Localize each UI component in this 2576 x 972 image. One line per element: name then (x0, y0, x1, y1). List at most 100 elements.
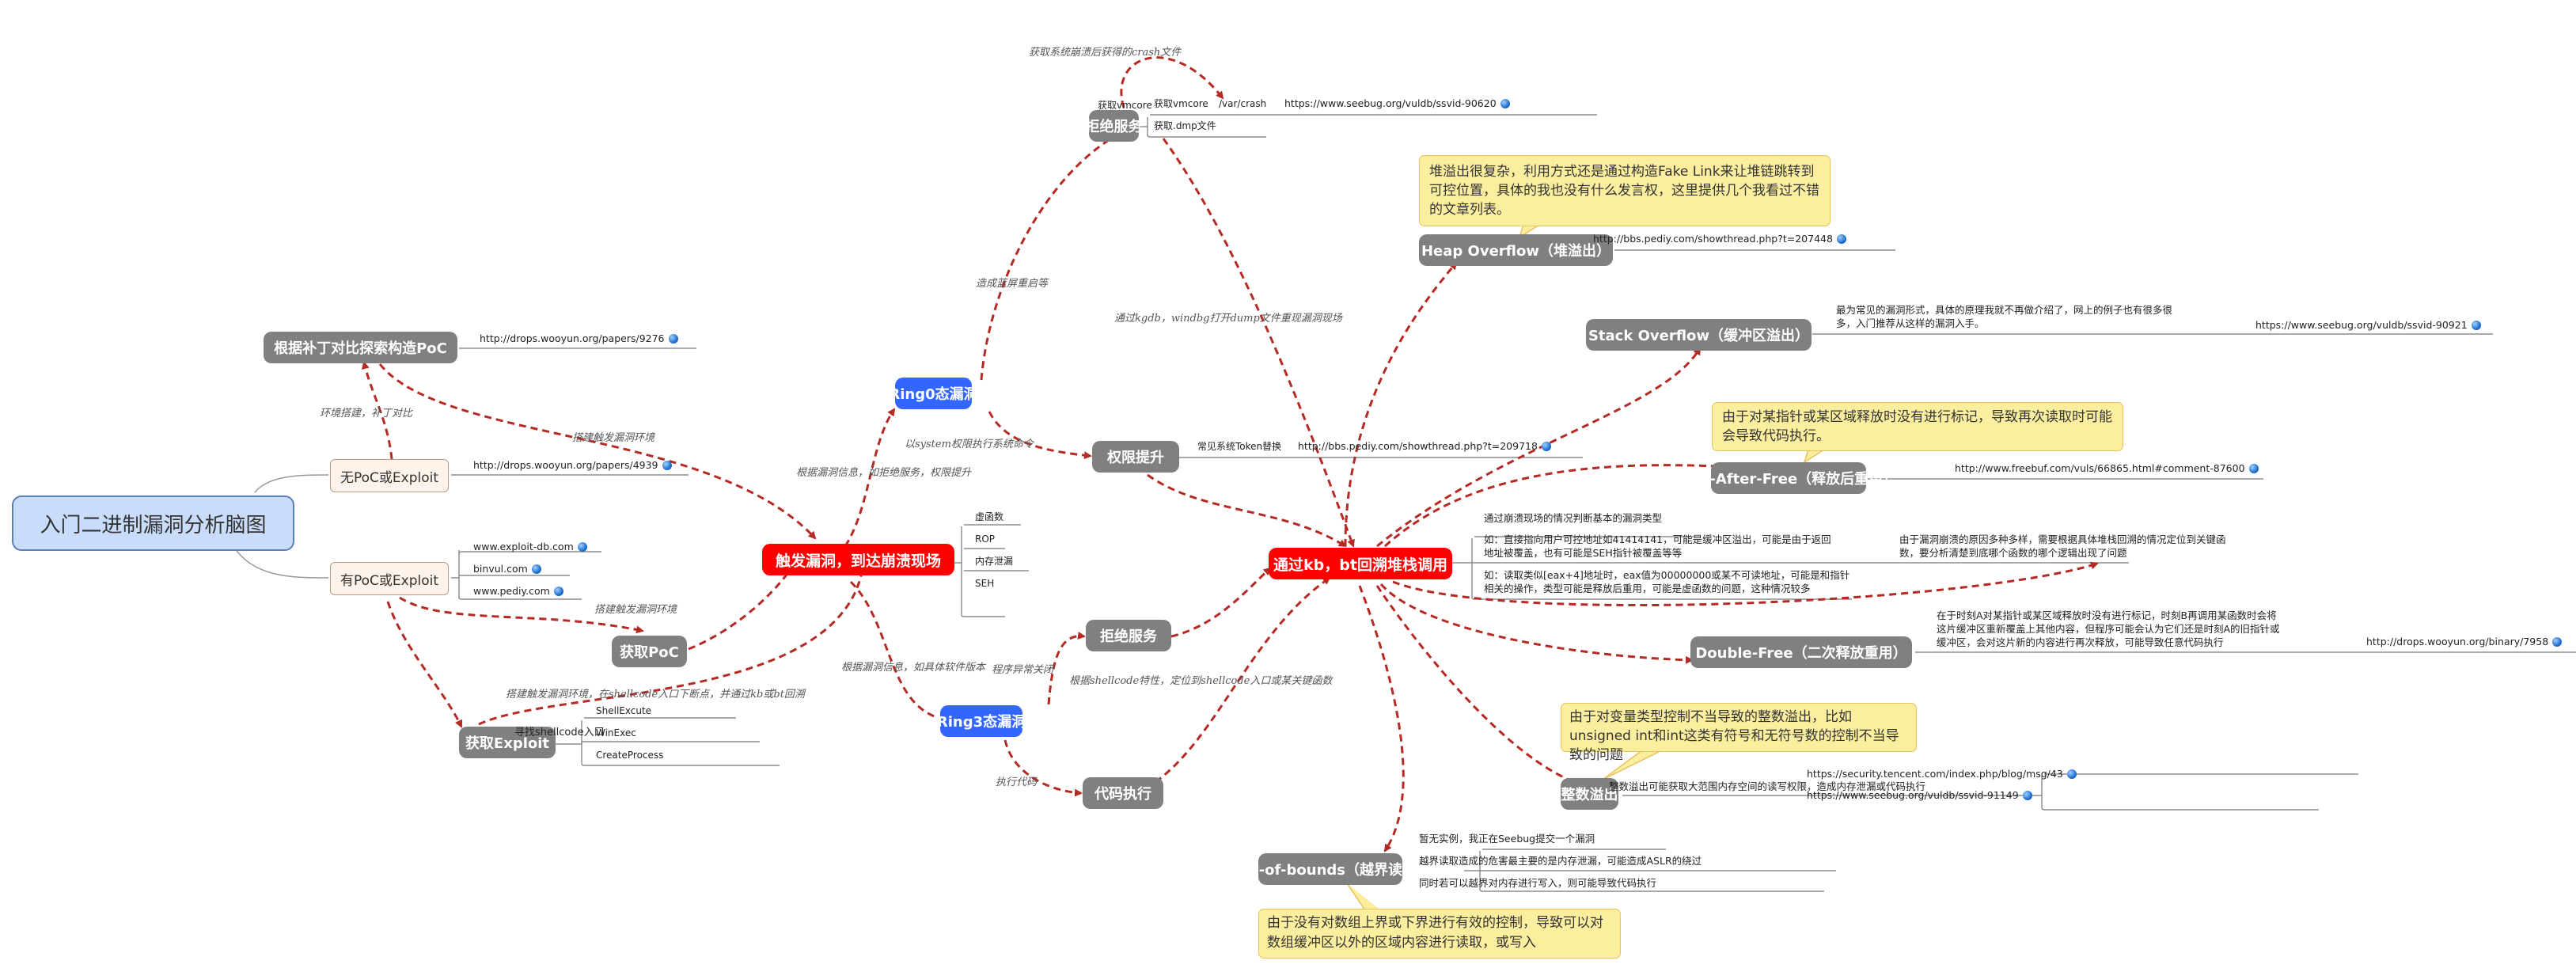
arrow-dosmid-backtrace (1170, 567, 1272, 638)
node-ring0[interactable]: Ring0态漏洞 (889, 378, 978, 409)
leaf-vmcore: 获取vmcore (1154, 98, 1208, 109)
url-text[interactable]: www.exploit-db.com (473, 541, 574, 552)
url-text[interactable]: https://www.seebug.org/vuldb/ssvid-91149 (1807, 789, 2019, 801)
globe-icon (2552, 636, 2563, 647)
note-int-overflow: 由于对变量类型控制不当导致的整数溢出，比如unsigned int和int这类有… (1561, 703, 1917, 763)
link-binvul[interactable]: binvul.com (473, 563, 541, 575)
url-text[interactable]: https://www.seebug.org/vuldb/ssvid-90620 (1284, 97, 1497, 109)
note-tail-uaf (1803, 449, 1825, 464)
leaf-find-shellcode: 寻找shellcode入口 (514, 727, 605, 738)
leaf-stack-desc-a: 最为常见的漏洞形式，具体的原理我就不再做介绍了，网上的例子也有很多很 (1836, 304, 2173, 316)
leaf-trigger-type: SEH (975, 578, 995, 589)
globe-icon (553, 586, 563, 596)
node-int-overflow[interactable]: 整数溢出 (1561, 778, 1618, 810)
arrow-bt-heap (1344, 261, 1458, 547)
globe-icon (2066, 769, 2077, 779)
edge-label: 通过kgdb，windbg打开dump文件重现漏洞现场 (1114, 313, 1342, 325)
url-text[interactable]: https://www.seebug.org/vuldb/ssvid-90921 (2255, 319, 2468, 331)
leaf-bt-ex2b: 相关的操作，类型可能是释放后重用，可能是虚函数的问题，这种情况较多 (1484, 583, 1811, 594)
node-dos-ring3[interactable]: 拒绝服务 (1086, 620, 1171, 651)
root-title[interactable]: 入门二进制漏洞分析脑图 (12, 495, 294, 551)
node-backtrace[interactable]: 通过kb，bt回溯堆栈调用 (1269, 548, 1452, 579)
node-priv-esc[interactable]: 权限提升 (1092, 441, 1179, 473)
arrow-bt-reason (1392, 561, 2099, 607)
arrow-dos-loop (1120, 56, 1224, 108)
edge-label: 程序异常关闭 (992, 664, 1054, 676)
edge-label: 造成蓝屏重启等 (976, 278, 1049, 290)
edge-label: 搭建触发漏洞环境，在shellcode入口下断点，并通过kb或bt回溯 (506, 689, 805, 701)
globe-icon (668, 333, 678, 344)
leaf-oob-c: 同时若可以越界对内存进行写入，则可能导致代码执行 (1419, 877, 1657, 889)
branch-root-haspoc (233, 545, 329, 579)
url-text[interactable]: binvul.com (473, 563, 528, 575)
globe-icon (531, 564, 541, 574)
link-dos-ring0[interactable]: https://www.seebug.org/vuldb/ssvid-90620 (1284, 97, 1510, 109)
arrow-dos-backtrace (1162, 138, 1355, 548)
link-int-tencent[interactable]: https://security.tencent.com/index.php/b… (1807, 768, 2077, 780)
arrow-haspoc-getexploit (386, 601, 463, 728)
node-get-exploit[interactable]: 获取Exploit (459, 727, 556, 758)
url-text[interactable]: http://drops.wooyun.org/binary/7958 (2366, 636, 2549, 647)
leaf-int-desc: 整数溢出可能获取大范围内存空间的读写权限，造成内存泄漏或代码执行 (1609, 780, 1926, 792)
edge-label: 搭建触发漏洞环境 (572, 432, 655, 444)
leaf-trigger-type: 虚函数 (975, 511, 1004, 522)
leaf-dmp: 获取.dmp文件 (1154, 120, 1216, 131)
edge-label: 搭建触发漏洞环境 (594, 604, 677, 616)
link-pediy[interactable]: www.pediy.com (473, 585, 563, 597)
node-stack-overflow[interactable]: Stack Overflow（缓冲区溢出） (1586, 319, 1812, 351)
node-code-exec[interactable]: 代码执行 (1083, 777, 1163, 809)
arrow-ring0-dos (980, 131, 1122, 381)
arrow-bt-doublefree (1379, 583, 1694, 664)
link-double-free[interactable]: http://drops.wooyun.org/binary/7958 (2366, 636, 2563, 647)
edge-label: 以system权限执行系统命令 (905, 439, 1034, 450)
line-oob (1464, 849, 1836, 892)
url-text[interactable]: http://bbs.pediy.com/showthread.php?t=20… (1593, 233, 1833, 245)
node-no-poc[interactable]: 无PoC或Exploit (330, 459, 449, 492)
node-heap-overflow[interactable]: Heap Overflow（堆溢出） (1419, 234, 1613, 266)
link-heap-overflow[interactable]: http://bbs.pediy.com/showthread.php?t=20… (1593, 233, 1846, 245)
note-heap-overflow: 堆溢出很复杂，利用方式还是通过构造Fake Link来让堆链跳转到可控位置，具体… (1419, 155, 1831, 226)
link-exploit-db[interactable]: www.exploit-db.com (473, 541, 587, 552)
globe-icon (2248, 463, 2259, 473)
node-patch-compare[interactable]: 根据补丁对比探索构造PoC (264, 332, 457, 363)
node-has-poc[interactable]: 有PoC或Exploit (330, 562, 449, 595)
node-trigger[interactable]: 触发漏洞，到达崩溃现场 (762, 544, 954, 575)
leaf-var-crash: /var/crash (1219, 98, 1267, 109)
node-oob[interactable]: Out-of-bounds（越界读写） (1230, 853, 1431, 885)
leaf-bt-ex1a: 如：直接指向用户可控地址如41414141，可能是缓冲区溢出，可能是由于返回 (1484, 533, 1831, 545)
leaf-trigger-type: ROP (975, 533, 996, 545)
leaf-bt-reason-b: 数，要分析清楚到底哪个函数的哪个逻辑出现了问题 (1899, 547, 2127, 559)
url-text[interactable]: www.pediy.com (473, 585, 550, 597)
link-int-seebug[interactable]: https://www.seebug.org/vuldb/ssvid-91149 (1807, 789, 2032, 801)
link-no-poc[interactable]: http://drops.wooyun.org/papers/4939 (473, 459, 672, 471)
node-dos-ring0[interactable]: 拒绝服务 (1086, 110, 1143, 142)
leaf-df-b: 这片缓冲区重新覆盖上其他内容，但程序可能会认为它们还是时刻A的旧指针或 (1937, 623, 2280, 635)
node-uaf[interactable]: Use-After-Free（释放后重用） (1680, 462, 1897, 494)
node-ring3[interactable]: Ring3态漏洞 (937, 705, 1026, 737)
edge-label: 根据漏洞信息，如具体软件版本 (841, 662, 986, 674)
link-patch-compare[interactable]: http://drops.wooyun.org/papers/9276 (480, 332, 678, 344)
leaf-vmcore: 获取vmcore (1098, 100, 1152, 111)
link-uaf[interactable]: http://www.freebuf.com/vuls/66865.html#c… (1955, 462, 2259, 474)
node-double-free[interactable]: Double-Free（二次释放重用） (1690, 636, 1912, 668)
url-text[interactable]: http://drops.wooyun.org/papers/9276 (480, 332, 665, 344)
link-priv-esc[interactable]: http://bbs.pediy.com/showthread.php?t=20… (1298, 440, 1551, 452)
globe-icon (662, 460, 672, 470)
arrow-trigger-ring3 (849, 580, 951, 723)
line-dos-top (1140, 114, 1597, 138)
globe-icon (1541, 441, 1551, 451)
arrow-getpoc-trigger (688, 567, 793, 651)
line-trigger-bracket (954, 524, 1029, 617)
leaf-stack-desc-b: 多，入门推荐从这样的漏洞入手。 (1836, 317, 1985, 329)
leaf-api: ShellExcute (596, 705, 652, 716)
url-text[interactable]: http://bbs.pediy.com/showthread.php?t=20… (1298, 440, 1538, 452)
globe-icon (1500, 98, 1510, 108)
leaf-bt-head: 通过崩溃现场的情况判断基本的漏洞类型 (1484, 512, 1663, 524)
url-text[interactable]: http://www.freebuf.com/vuls/66865.html#c… (1955, 462, 2245, 474)
line-int (1622, 773, 2358, 811)
link-stack-overflow[interactable]: https://www.seebug.org/vuldb/ssvid-90921 (2255, 319, 2481, 331)
url-text[interactable]: http://drops.wooyun.org/papers/4939 (473, 459, 658, 471)
node-get-poc[interactable]: 获取PoC (612, 636, 687, 667)
url-text[interactable]: https://security.tencent.com/index.php/b… (1807, 768, 2063, 780)
